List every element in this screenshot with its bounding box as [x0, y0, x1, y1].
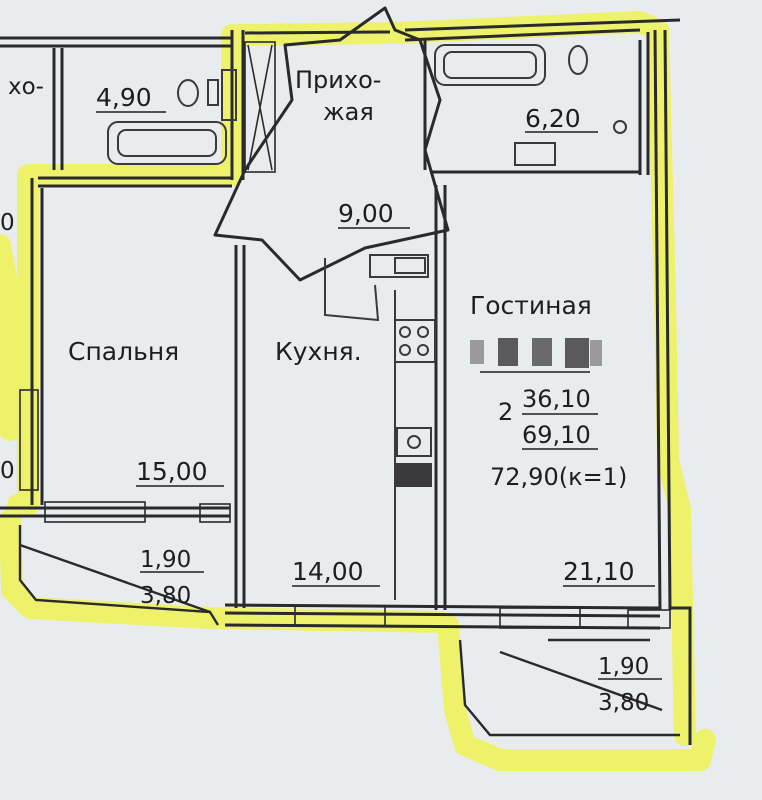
bedroom-label: Спальня	[68, 337, 179, 366]
bathtub-right-icon	[434, 44, 546, 86]
bath-left-area: 4,90	[96, 83, 152, 112]
toilet-right-icon	[568, 45, 588, 75]
kitchen-label: Кухня.	[275, 337, 362, 366]
hall-label-line2: жая	[323, 98, 374, 126]
kitchen-area: 14,00	[292, 557, 364, 586]
summary-living-area: 36,10	[522, 385, 591, 413]
edge-mark-top: 0	[0, 210, 15, 236]
toilet-left-icon	[177, 79, 199, 107]
balcony-left-area-2: 3,80	[140, 583, 191, 609]
balcony-right-area-2: 3,80	[598, 690, 649, 716]
summary-total-with-balcony: 72,90(к=1)	[490, 463, 627, 491]
hall-outline	[213, 6, 450, 282]
room-labels: хо- 4,90 Прихо- жая 6,20 9,00 Спальня 15…	[0, 66, 662, 716]
left-room-partial-label: хо-	[8, 74, 44, 100]
area-summary: 2 36,10 69,10 72,90(к=1)	[490, 385, 627, 491]
living-room-label: Гостиная	[470, 291, 592, 320]
rooms-count: 2	[498, 398, 513, 426]
balcony-left-area-1: 1,90	[140, 547, 191, 573]
balcony-right-area-1: 1,90	[598, 654, 649, 680]
fixtures	[107, 44, 627, 600]
bath-right-area: 6,20	[525, 104, 581, 133]
bedroom-area: 15,00	[136, 457, 208, 486]
stove-icon	[369, 254, 429, 278]
edge-mark-bottom: 0	[0, 458, 15, 484]
summary-total-area: 69,10	[522, 421, 591, 449]
bathtub-left-icon	[107, 121, 227, 165]
sink-right-icon	[514, 142, 556, 166]
walls	[0, 18, 692, 745]
hall-area: 9,00	[338, 199, 394, 228]
hall-label-line1: Прихо-	[295, 66, 381, 94]
redacted-value-block	[470, 338, 602, 373]
windows	[19, 41, 671, 629]
kitchen-sink-icon	[396, 427, 432, 457]
living-room-area: 21,10	[563, 557, 635, 586]
balcony-outlines	[18, 525, 680, 737]
